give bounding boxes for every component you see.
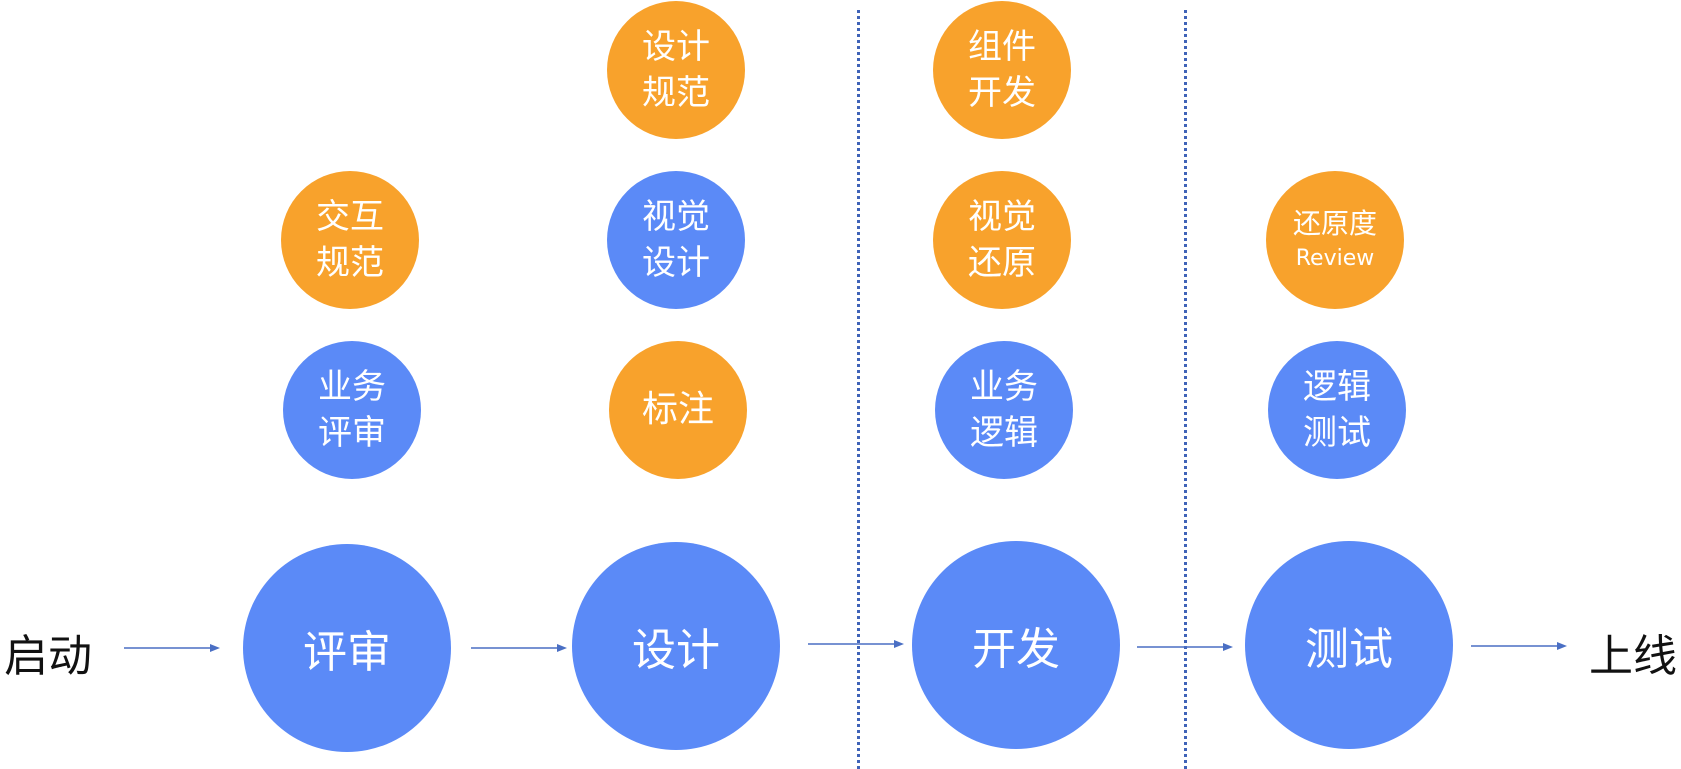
arrow-test-to-launch bbox=[1471, 640, 1567, 652]
task-component-dev: 组件 开发 bbox=[933, 1, 1071, 139]
phase-review-node: 评审 bbox=[243, 544, 451, 752]
phase-develop-node: 开发 bbox=[912, 541, 1120, 749]
arrow-develop-to-test bbox=[1137, 641, 1233, 653]
start-label: 启动 bbox=[4, 631, 92, 682]
task-business-review: 业务 评审 bbox=[283, 341, 421, 479]
task-design-spec: 设计 规范 bbox=[607, 1, 745, 139]
task-restore-review: 还原度 Review bbox=[1266, 171, 1404, 309]
phase-test-node: 测试 bbox=[1245, 541, 1453, 749]
divider-develop-test bbox=[1184, 10, 1187, 769]
arrow-design-to-develop bbox=[808, 638, 904, 650]
task-business-logic: 业务 逻辑 bbox=[935, 341, 1073, 479]
arrow-start-to-review bbox=[124, 642, 220, 654]
task-annotation: 标注 bbox=[609, 341, 747, 479]
task-visual-restore: 视觉 还原 bbox=[933, 171, 1071, 309]
task-logic-test: 逻辑 测试 bbox=[1268, 341, 1406, 479]
task-visual-design: 视觉 设计 bbox=[607, 171, 745, 309]
task-interaction-spec: 交互 规范 bbox=[281, 171, 419, 309]
divider-design-develop bbox=[857, 10, 860, 769]
end-label: 上线 bbox=[1589, 631, 1677, 682]
arrow-review-to-design bbox=[471, 642, 567, 654]
phase-design-node: 设计 bbox=[572, 542, 780, 750]
